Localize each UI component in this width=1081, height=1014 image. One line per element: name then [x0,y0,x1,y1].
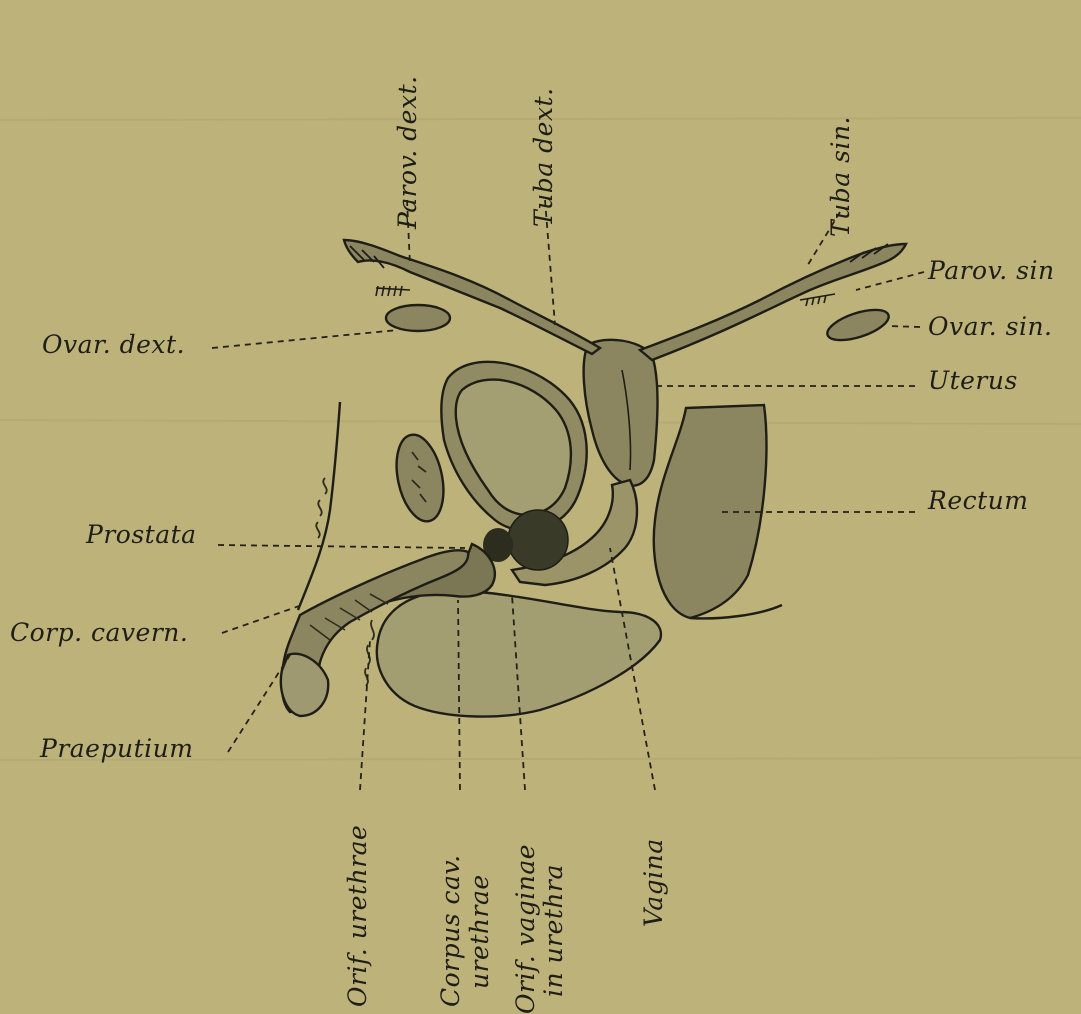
leader-ovar-dext [212,330,398,348]
label-corpus-cav-1: Corpus cav. [436,854,465,1007]
label-tuba-dext: Tuba dext. [529,87,558,227]
ovary-right [386,305,450,331]
leader-corp-cavern [222,605,302,633]
label-parov-sin: Parov. sin [928,256,1055,285]
label-ovar-dext: Ovar. dext. [42,330,185,359]
label-tuba-sin: Tuba sin. [826,116,855,237]
tube-right [344,240,600,354]
leader-ovar-sin [888,326,920,327]
uterus-shape [584,340,658,486]
label-praeputium: Praeputium [40,734,193,763]
glans-shape [281,654,328,716]
leader-parov-sin [856,272,924,290]
tube-left [640,244,906,360]
label-corpus-cav-2: urethrae [465,874,494,989]
parovarium-left [800,294,835,306]
central-oval [389,430,450,525]
label-uterus: Uterus [928,366,1018,395]
label-ovar-sin: Ovar. sin. [928,312,1053,341]
leader-prostata [218,545,465,548]
label-orif-vaginae-2: in urethra [539,864,568,997]
parovarium-right [376,286,410,296]
label-prostata: Prostata [86,520,197,549]
label-vagina: Vagina [639,838,668,927]
label-rectum: Rectum [928,486,1028,515]
ovary-left [824,304,892,347]
label-orif-urethrae: Orif. urethrae [343,825,372,1007]
label-parov-dext: Parov. dext. [393,75,422,229]
leader-praeputium [228,655,290,752]
label-corp-cavern: Corp. cavern. [10,618,188,647]
prostate-dark-mass-1 [508,510,568,570]
anatomical-diagram: Ovar. dext. Parov. sin Ovar. sin. Uterus… [0,0,1081,987]
label-orif-vaginae-1: Orif. vaginae [511,844,540,1014]
